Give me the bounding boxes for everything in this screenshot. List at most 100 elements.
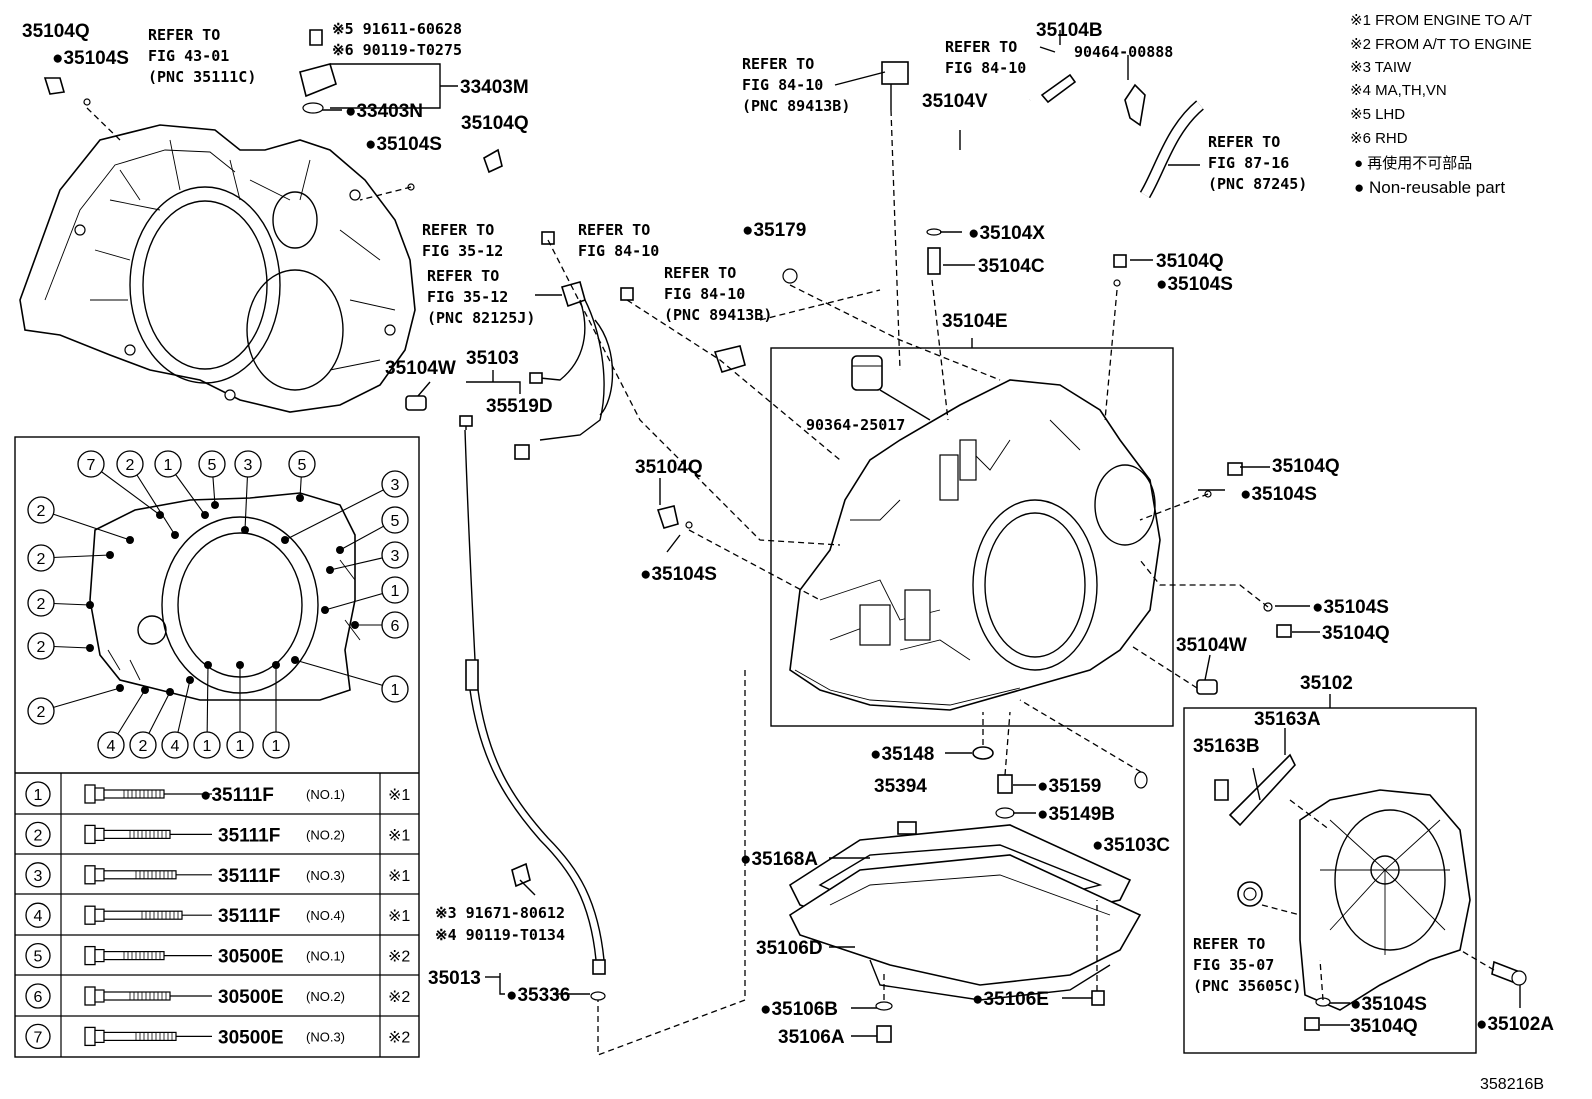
bolt-table <box>15 773 419 1057</box>
callout-circle <box>262 731 290 759</box>
callout-circle <box>27 697 55 725</box>
callout-number: 1 <box>391 682 400 699</box>
table-part-number: 35111F <box>218 866 280 887</box>
figure-number: 358216B <box>1480 1076 1544 1093</box>
callout-leader <box>90 463 161 516</box>
callout-circle <box>381 541 409 569</box>
table-note: ※2 <box>388 949 410 966</box>
converter-housing <box>19 124 416 413</box>
table-row-number: 4 <box>34 908 43 925</box>
ref8-l3: (PNC 89413B) <box>664 306 772 324</box>
label-35104B: 35104B <box>1036 20 1103 41</box>
legend: ※1 FROM ENGINE TO A/T ※2 FROM A/T TO ENG… <box>1350 12 1532 197</box>
label-91611: ※5 91611-60628 <box>332 20 462 38</box>
label-91671: ※3 91671-80612 <box>435 904 565 922</box>
bolt-shank <box>103 829 171 840</box>
filler-tube <box>922 73 1204 215</box>
label-35104W-b: 35104W <box>1176 635 1247 656</box>
bolt-flange <box>94 787 105 801</box>
label-35104Q-e: 35104Q <box>1272 456 1340 477</box>
label-35104S-g: ●35104S <box>1350 994 1427 1015</box>
label-35104S-d: ●35104S <box>640 564 717 585</box>
table-row-number: 2 <box>34 827 43 844</box>
callout-number: 1 <box>236 738 245 755</box>
table-spec: (NO.3) <box>306 868 345 883</box>
label-35163A: 35163A <box>1254 709 1321 730</box>
label-35519D: 35519D <box>486 396 553 417</box>
table-part-number: 35111F <box>218 906 280 927</box>
label-35106D: 35106D <box>756 938 823 959</box>
ref6-l2: FIG 84-10 <box>578 242 659 260</box>
ref5-l1: REFER TO <box>422 221 494 239</box>
legend-6: ※6 RHD <box>1350 130 1408 147</box>
table-part-number: 30500E <box>218 947 284 968</box>
bolt-inset <box>14 436 420 1058</box>
callout-circle <box>226 731 254 759</box>
bolt-flange <box>94 989 105 1003</box>
bolt-shank <box>103 950 165 961</box>
callout-circle <box>116 450 144 478</box>
callout-circle <box>27 632 55 660</box>
callout-circle <box>288 450 316 478</box>
ref4-l1: REFER TO <box>1208 133 1280 151</box>
table-note: ※1 <box>388 787 410 804</box>
callout-leader <box>40 509 131 541</box>
table-spec: (NO.2) <box>306 989 345 1004</box>
table-row-circle <box>25 781 51 807</box>
label-35104Q-b: 35104Q <box>461 113 529 134</box>
label-35102: 35102 <box>1300 673 1353 694</box>
ref9-l1: REFER TO <box>1193 935 1265 953</box>
bearing-90364 <box>851 355 883 391</box>
bolt-head <box>84 1026 96 1047</box>
ref8-l2: FIG 84-10 <box>664 285 745 303</box>
callout-number: 5 <box>391 513 400 530</box>
ref9-l3: (PNC 35605C) <box>1193 977 1301 995</box>
callout-number: 6 <box>391 618 400 635</box>
ref7-l1: REFER TO <box>427 267 499 285</box>
label-35106E: ●35106E <box>972 989 1049 1010</box>
table-note: ※1 <box>388 827 410 844</box>
table-spec: (NO.1) <box>306 949 345 964</box>
table-note: ※1 <box>388 908 410 925</box>
legend-3: ※3 TAIW <box>1350 59 1412 76</box>
table-part-number: 35111F <box>218 825 280 846</box>
ref2-l3: (PNC 89413B) <box>742 97 850 115</box>
table-part-number: ●35111F <box>200 785 274 806</box>
table-row-number: 6 <box>34 989 43 1006</box>
label-35179: ●35179 <box>742 220 806 241</box>
callout-leader <box>129 463 176 536</box>
table-part-number: 30500E <box>218 1027 284 1048</box>
callout-leader <box>40 687 121 712</box>
callout-number: 2 <box>37 503 46 520</box>
label-35104S-a: ●35104S <box>52 48 129 69</box>
table-spec: (NO.4) <box>306 908 345 923</box>
legend-7: ● 再使用不可部品 <box>1354 155 1472 172</box>
wire-harness <box>514 281 614 460</box>
table-row-circle <box>25 821 51 848</box>
label-35159: ●35159 <box>1037 776 1101 797</box>
callout-number: 2 <box>37 551 46 568</box>
label-35163B: 35163B <box>1193 736 1260 757</box>
bolt-flange <box>94 868 105 882</box>
ref1-l2: FIG 43-01 <box>148 47 229 65</box>
small-parts <box>43 29 1527 1043</box>
extension-housing <box>1228 753 1471 1011</box>
callout-circle <box>381 675 409 703</box>
table-note: ※2 <box>388 989 410 1006</box>
ref2-l1: REFER TO <box>742 55 814 73</box>
table-spec: (NO.2) <box>306 827 345 842</box>
callout-number: 2 <box>126 457 135 474</box>
label-33403M: 33403M <box>460 77 529 98</box>
callout-number: 1 <box>391 583 400 600</box>
ref3-l1: REFER TO <box>945 38 1017 56</box>
legend-2: ※2 FROM A/T TO ENGINE <box>1350 36 1532 53</box>
bolt-head <box>84 945 96 966</box>
callout-leader <box>294 659 396 690</box>
label-33403N: ●33403N <box>345 101 423 122</box>
ref4-l3: (PNC 87245) <box>1208 175 1307 193</box>
callout-number: 1 <box>272 738 281 755</box>
ref5-l2: FIG 35-12 <box>422 242 503 260</box>
label-35104C: 35104C <box>978 256 1045 277</box>
callout-circle <box>193 731 221 759</box>
callout-circle <box>97 731 125 759</box>
